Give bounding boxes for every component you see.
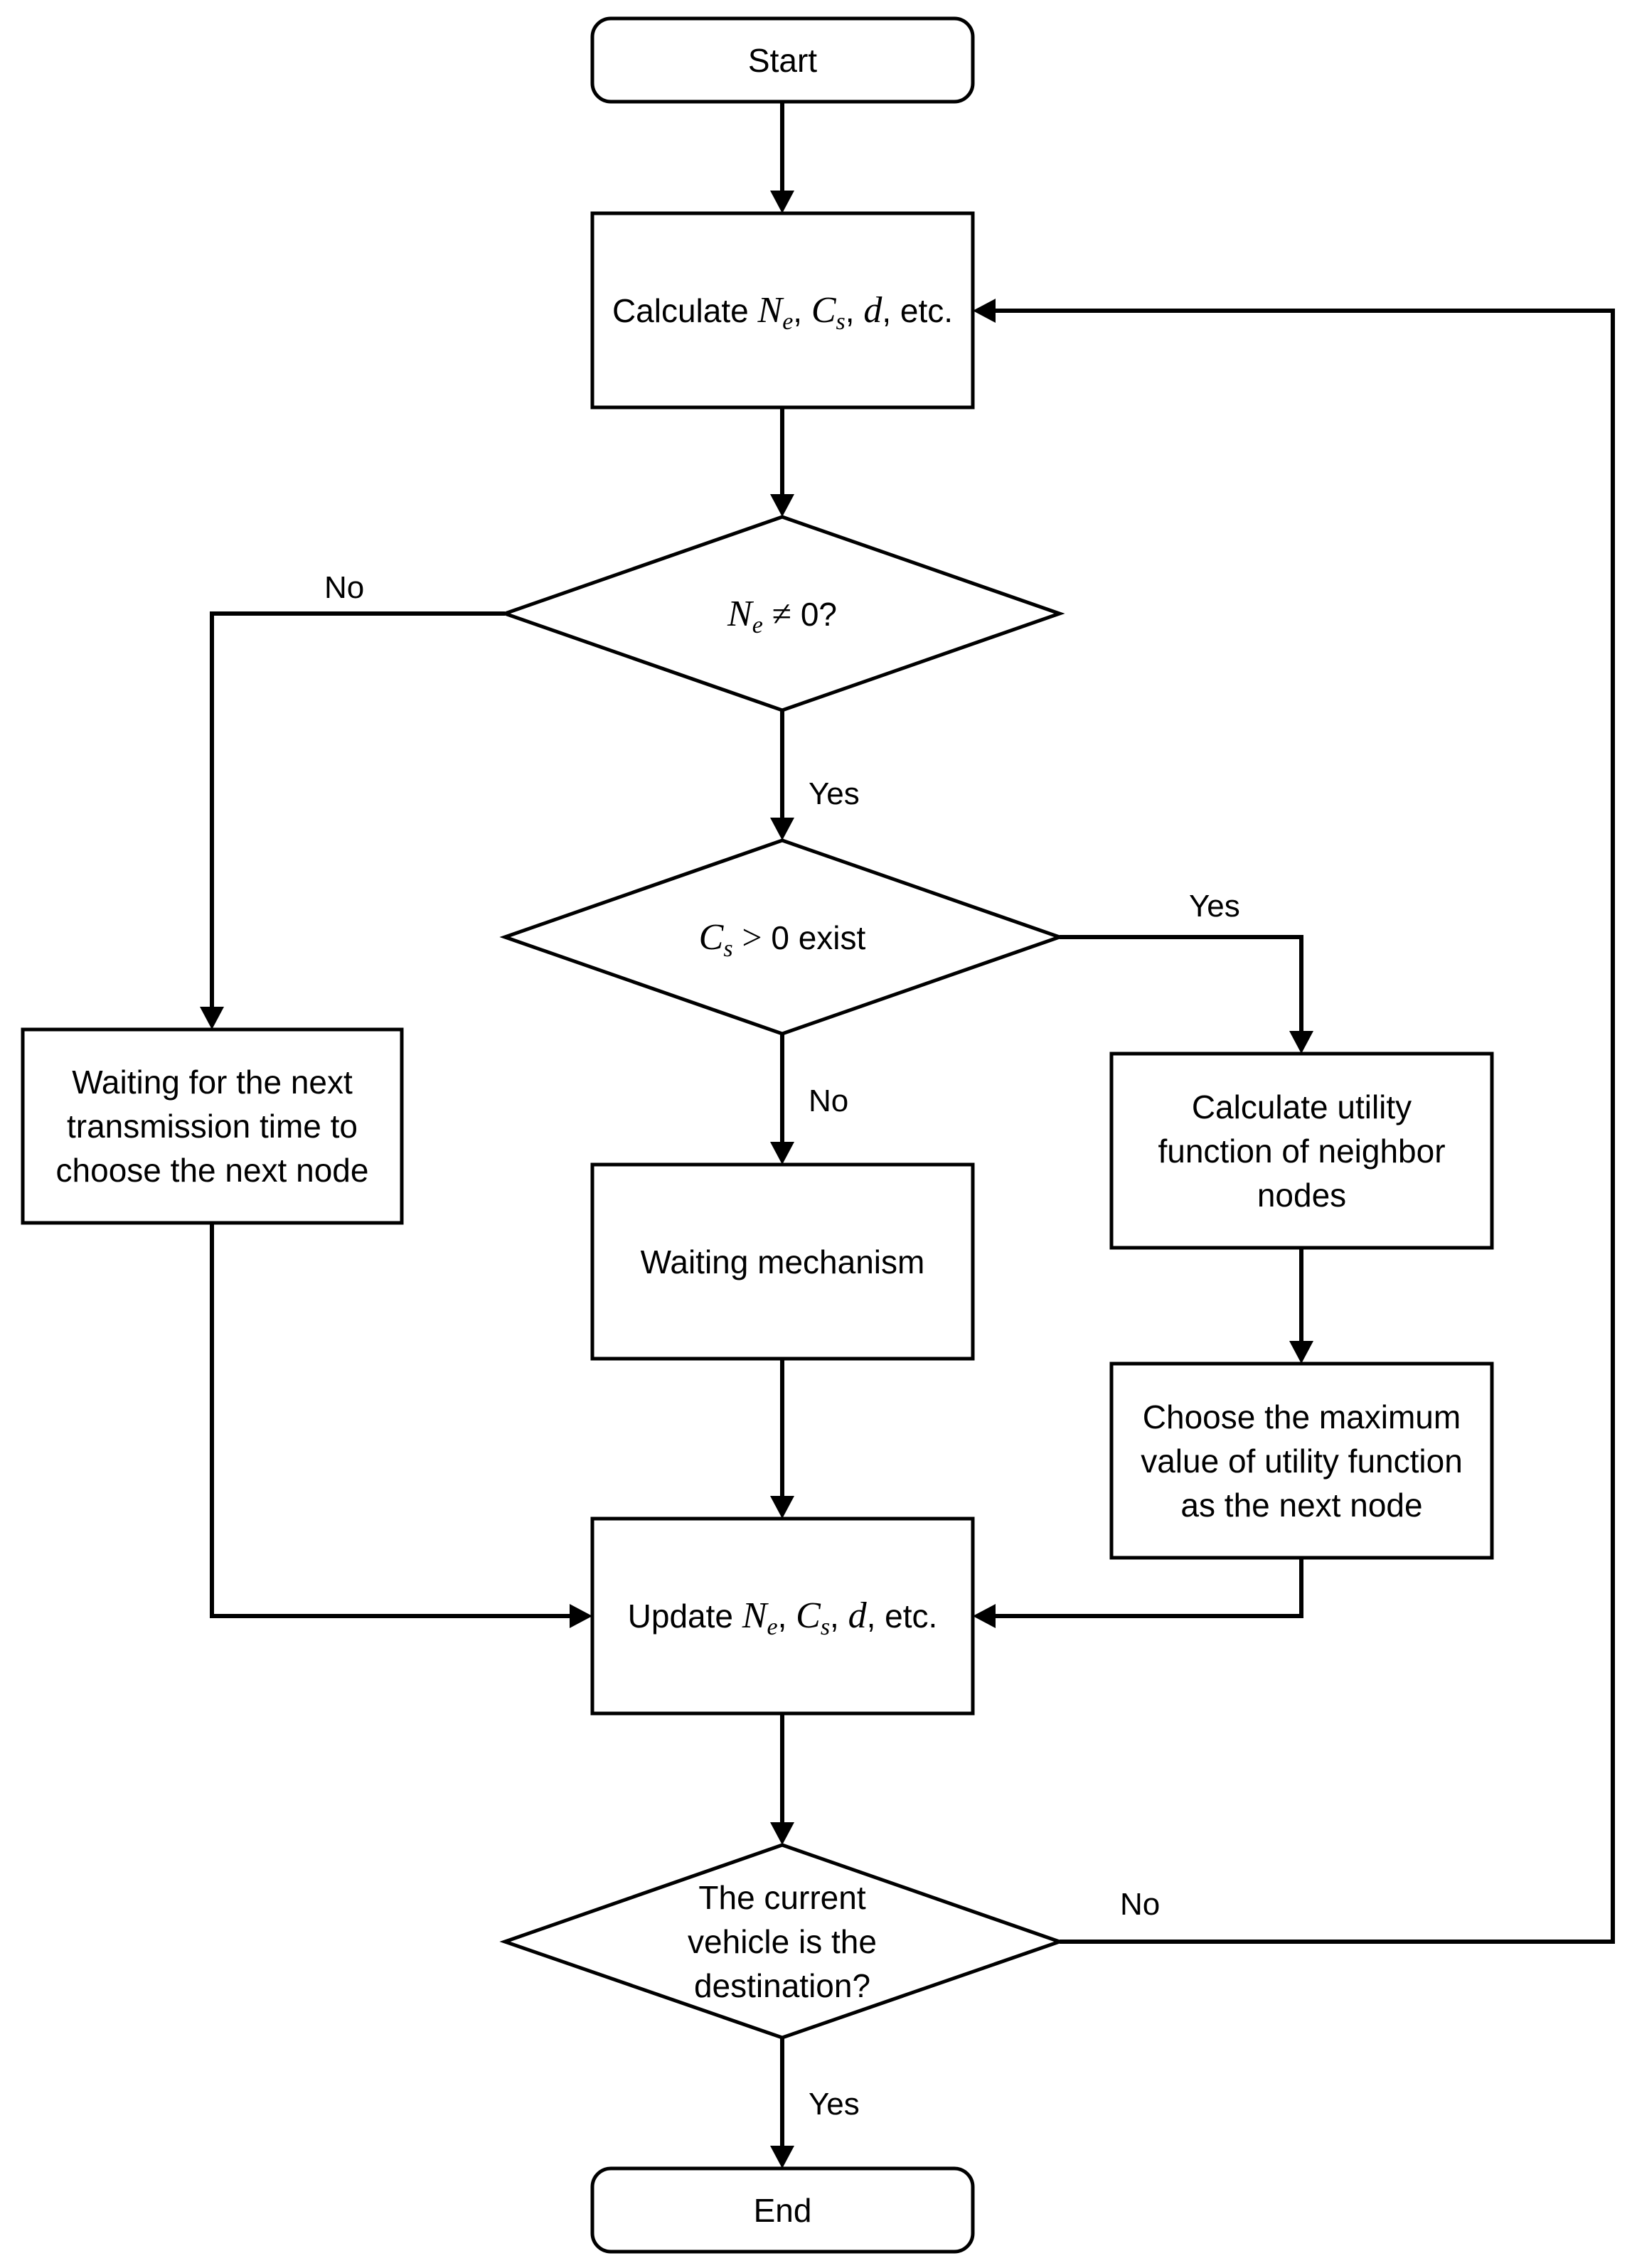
- choose-max-label: Choose the maximum value of utility func…: [1141, 1398, 1463, 1524]
- edge-waiting-next-to-update: [210, 1223, 571, 1618]
- calc-utility-box: Calculate utility function of neighbor n…: [1111, 1054, 1492, 1248]
- edge-decision-dest-no-to-calculate: [994, 309, 1615, 1944]
- calculate-box-shape: [590, 211, 975, 410]
- arrowhead-waiting-next: [200, 1007, 224, 1029]
- choose-max-box: Choose the maximum value of utility func…: [1111, 1364, 1492, 1558]
- waiting-mechanism-box-shape: [590, 1162, 975, 1361]
- edge-choose-max-to-update: [994, 1558, 1303, 1618]
- update-box: Update Ne, Cs, d, etc.: [592, 1519, 973, 1713]
- calc-utility-box-shape: [1109, 1052, 1494, 1250]
- end-terminal: End: [592, 2168, 973, 2252]
- waiting-mechanism-label: Waiting mechanism: [640, 1243, 925, 1280]
- arrowhead-decision-ne: [770, 494, 794, 517]
- edge-label-cs-yes: Yes: [1189, 889, 1240, 924]
- edge-label-ne-no: No: [324, 570, 365, 605]
- arrowhead-decision-dest: [770, 1822, 794, 1845]
- decision-ne: Ne ≠ 0?: [640, 578, 924, 649]
- arrowhead-choose-max: [1289, 1341, 1313, 1364]
- waiting-next-box-shape: [21, 1027, 404, 1225]
- waiting-mechanism-box: Waiting mechanism: [592, 1165, 973, 1359]
- arrowhead-calculate: [770, 191, 794, 213]
- update-label: Update Ne, Cs, d, etc.: [627, 1595, 938, 1640]
- start-terminal: Start: [592, 18, 973, 102]
- arrowhead-end: [770, 2146, 794, 2168]
- calculate-label: Calculate Ne, Cs, d, etc.: [612, 289, 954, 335]
- edge-label-dest-yes: Yes: [809, 2087, 860, 2122]
- edge-decision-cs-yes-to-calc-utility: [1060, 935, 1303, 1032]
- end-terminal-shape: [590, 2166, 975, 2254]
- arrowhead-update-top: [770, 1496, 794, 1519]
- arrowhead-update-right: [973, 1604, 996, 1628]
- waiting-next-label: Waiting for the next transmission time t…: [55, 1064, 369, 1189]
- edge-decision-ne-no-to-waiting-next: [210, 611, 505, 1008]
- start-label: Start: [747, 41, 818, 79]
- decision-ne-label: Ne ≠ 0?: [727, 593, 837, 638]
- arrowhead-calc-utility: [1289, 1031, 1313, 1054]
- calculate-box: Calculate Ne, Cs, d, etc.: [592, 213, 973, 407]
- arrowhead-update-left: [570, 1604, 592, 1628]
- decision-cs-label: Cs > 0 exist: [698, 916, 866, 962]
- edge-label-dest-no: No: [1120, 1887, 1161, 1922]
- arrowhead-waiting-mechanism: [770, 1142, 794, 1165]
- waiting-next-box: Waiting for the next transmission time t…: [23, 1029, 402, 1223]
- end-label: End: [753, 2191, 812, 2229]
- decision-dest-label: The current vehicle is the destination?: [688, 1879, 877, 2004]
- edge-label-ne-yes: Yes: [809, 776, 860, 811]
- arrowhead-calculate-loop: [973, 299, 996, 323]
- decision-cs: Cs > 0 exist: [640, 902, 924, 973]
- calc-utility-label: Calculate utility function of neighbor n…: [1158, 1088, 1446, 1214]
- decision-dest: The current vehicle is the destination?: [661, 1871, 903, 2013]
- choose-max-box-shape: [1109, 1362, 1494, 1560]
- arrowhead-decision-cs: [770, 818, 794, 840]
- edge-label-cs-no: No: [809, 1084, 849, 1118]
